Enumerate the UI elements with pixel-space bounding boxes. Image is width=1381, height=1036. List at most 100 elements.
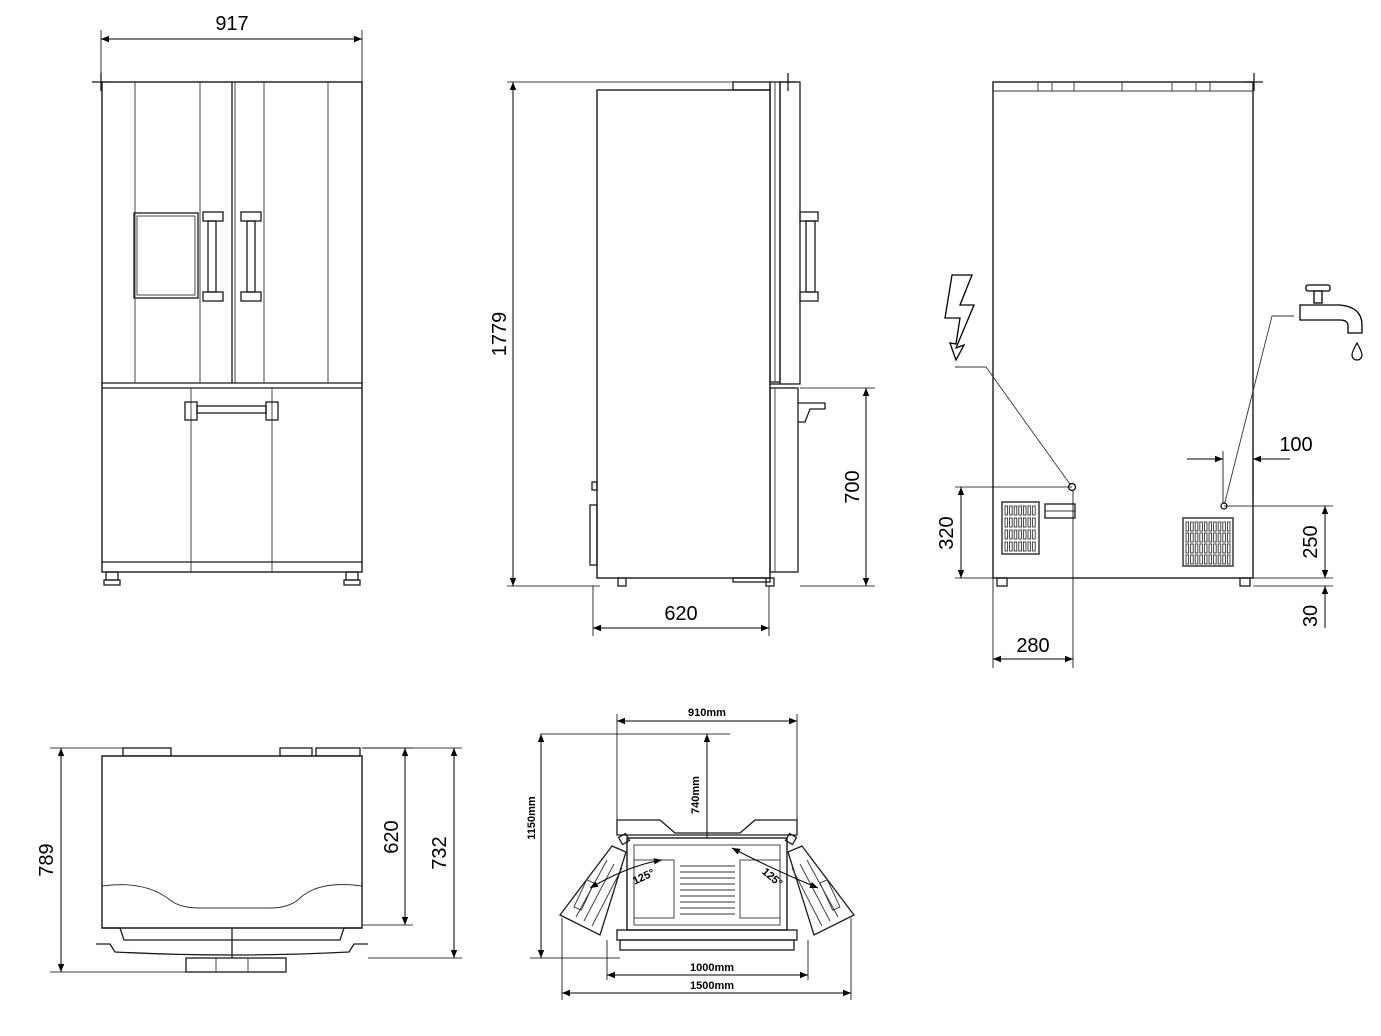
vent-slot	[1032, 529, 1036, 540]
vent-slot	[1226, 532, 1231, 543]
vent-slot	[1194, 543, 1199, 554]
vent-slot	[1013, 529, 1018, 540]
vent-slot	[1018, 541, 1022, 552]
vent-slot	[1199, 532, 1203, 543]
vent-slot	[1185, 543, 1190, 554]
door-swing-view: 910mm 740mm 1150mm	[526, 707, 855, 1000]
right-vent-grille	[1182, 517, 1234, 567]
left-door-handle	[202, 211, 224, 302]
vent-slot	[1009, 505, 1013, 516]
swing-total-depth-label: 1150mm	[526, 796, 538, 840]
vent-slot	[1027, 505, 1032, 516]
swing-cabinet-top	[616, 819, 798, 836]
water-tap-icon	[1299, 284, 1363, 361]
vent-slot	[1208, 554, 1213, 565]
left-door-open	[559, 845, 627, 936]
vent-slot	[1208, 543, 1213, 554]
vent-slot	[1004, 529, 1009, 540]
vent-slot	[1226, 554, 1231, 565]
top-body	[101, 755, 363, 929]
vent-slot	[1013, 505, 1018, 516]
vent-slot	[1217, 521, 1222, 532]
vent-slot	[1194, 554, 1199, 565]
vent-slot	[1027, 541, 1032, 552]
vent-slot	[1194, 521, 1199, 532]
vent-slot	[1190, 543, 1194, 554]
vent-slot	[1226, 543, 1231, 554]
electric-height-label: 320	[936, 516, 958, 549]
vent-slot	[1009, 529, 1013, 540]
lightning-bolt-icon	[944, 274, 975, 362]
vent-slot	[1018, 517, 1022, 528]
left-vent-grille	[1001, 501, 1040, 555]
swing-width-label: 910mm	[688, 707, 726, 719]
vent-slot	[1032, 541, 1036, 552]
drawer-profile	[769, 387, 799, 573]
electric-offset-label: 280	[1016, 635, 1049, 657]
vent-slot	[1032, 505, 1036, 516]
vent-slot	[1213, 554, 1217, 565]
right-swing-arc	[731, 847, 819, 889]
vent-slot	[1004, 517, 1009, 528]
vent-slot	[1217, 554, 1222, 565]
foot-height-label: 30	[1300, 605, 1322, 627]
vent-slot	[1217, 532, 1222, 543]
water-height-label: 250	[1300, 525, 1322, 558]
right-door-handle	[240, 211, 262, 302]
rear-body	[992, 81, 1254, 579]
vent-slot	[1194, 532, 1199, 543]
front-view: 917	[92, 13, 363, 586]
vent-slot	[1203, 532, 1208, 543]
vent-slot	[1185, 554, 1190, 565]
top-body-depth-label: 620	[381, 820, 403, 853]
vent-slot	[1022, 517, 1027, 528]
vent-slot	[1208, 521, 1213, 532]
swing-open-width-label: 1000mm	[690, 962, 734, 974]
vent-slot	[1199, 554, 1203, 565]
vent-slot	[1222, 554, 1226, 565]
vent-slot	[1213, 532, 1217, 543]
vent-slot	[1185, 521, 1190, 532]
rear-view: 320 280 100 250 30	[936, 73, 1363, 668]
vent-slot	[1199, 521, 1203, 532]
vent-slot	[1203, 521, 1208, 532]
side-depth-label: 620	[664, 603, 697, 625]
swing-depth-label: 740mm	[690, 776, 702, 814]
drawer-handle	[184, 401, 279, 421]
water-offset-label: 100	[1279, 434, 1312, 456]
left-swing-arc	[589, 858, 663, 889]
top-view: 789 620 732	[36, 747, 462, 973]
vent-slot	[1190, 532, 1194, 543]
vent-slot	[1027, 529, 1032, 540]
vent-slot	[1226, 521, 1231, 532]
vent-slot	[1027, 517, 1032, 528]
vent-slot	[1185, 532, 1190, 543]
vent-slot	[1213, 521, 1217, 532]
vent-slot	[1208, 532, 1213, 543]
side-height-label: 1779	[489, 312, 511, 357]
right-door-open	[787, 845, 855, 936]
vent-slot	[1022, 529, 1027, 540]
vent-slot	[1222, 543, 1226, 554]
vent-slot	[1009, 517, 1013, 528]
front-width-label: 917	[215, 13, 248, 35]
vent-slot	[1032, 517, 1036, 528]
vent-slot	[1222, 521, 1226, 532]
side-view: 1779 700 620	[489, 73, 875, 636]
lower-door-label: 700	[842, 470, 864, 503]
swing-full-width-label: 1500mm	[690, 980, 734, 992]
vent-slot	[1004, 505, 1009, 516]
top-doors-depth-label: 732	[429, 836, 451, 869]
vent-slot	[1203, 554, 1208, 565]
water-dispenser	[133, 212, 199, 299]
vent-slot	[1213, 543, 1217, 554]
side-cabinet	[596, 89, 771, 579]
vent-slot	[1004, 541, 1009, 552]
vent-slot	[1009, 541, 1013, 552]
vent-slot	[1199, 543, 1203, 554]
vent-slot	[1022, 541, 1027, 552]
vent-slot	[1203, 543, 1208, 554]
vent-slot	[1013, 541, 1018, 552]
vent-slot	[1217, 543, 1222, 554]
